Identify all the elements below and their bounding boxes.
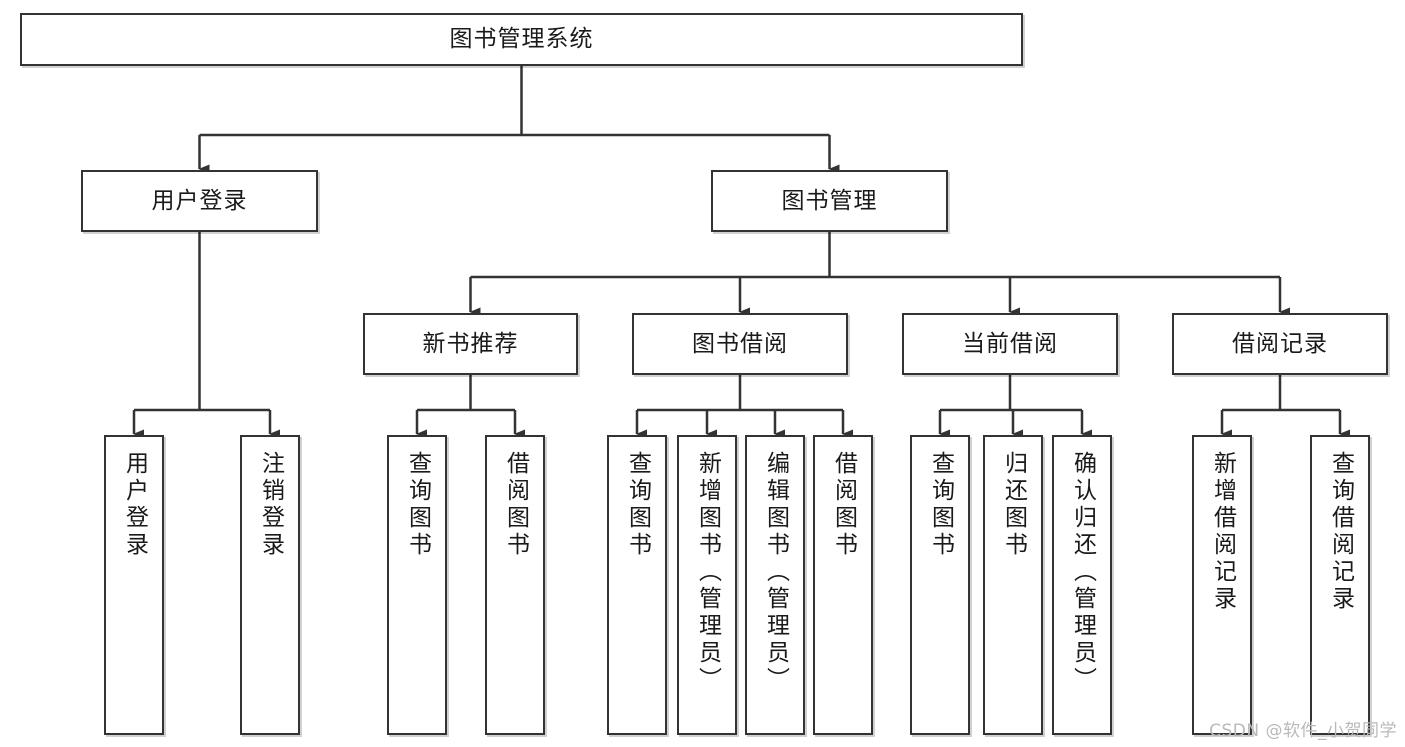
node-label: 图书管理系统 xyxy=(449,26,594,53)
node-label: 图书借阅 xyxy=(692,330,788,357)
node-book-borrow[interactable]: 图书借阅 xyxy=(632,313,848,375)
node-label: 借阅图书 xyxy=(830,451,857,559)
node-leaf-bb-borrow[interactable]: 借阅图书 xyxy=(813,435,873,735)
node-label: 借阅图书 xyxy=(502,451,529,559)
node-leaf-user-login[interactable]: 用户登录 xyxy=(104,435,164,735)
node-label: 图书管理 xyxy=(781,187,878,214)
node-label: 新增借阅记录 xyxy=(1209,451,1236,613)
node-label: 查询图书 xyxy=(404,451,431,559)
node-leaf-bb-add[interactable]: 新增图书（管理员） xyxy=(677,435,737,735)
node-label: 注销登录 xyxy=(257,451,284,559)
edge-paths xyxy=(132,66,1350,439)
node-leaf-rec-borrow[interactable]: 借阅图书 xyxy=(485,435,545,735)
node-leaf-user-logout[interactable]: 注销登录 xyxy=(240,435,300,735)
node-label: 当前借阅 xyxy=(962,330,1058,357)
node-leaf-cb-return[interactable]: 归还图书 xyxy=(983,435,1043,735)
node-label: 用户登录 xyxy=(151,187,248,214)
node-label: 查询图书 xyxy=(624,451,651,559)
node-leaf-cb-confirm[interactable]: 确认归还（管理员） xyxy=(1052,435,1112,735)
node-label: 借阅记录 xyxy=(1232,330,1328,357)
node-new-book-rec[interactable]: 新书推荐 xyxy=(363,313,578,375)
node-book-manage[interactable]: 图书管理 xyxy=(711,170,948,232)
node-label: 查询图书 xyxy=(927,451,954,559)
node-leaf-cb-query[interactable]: 查询图书 xyxy=(910,435,970,735)
watermark-label: CSDN @软件_小贺同学 xyxy=(1209,721,1397,741)
node-label: 确认归还（管理员） xyxy=(1069,451,1096,694)
node-leaf-br-add[interactable]: 新增借阅记录 xyxy=(1192,435,1252,735)
node-leaf-rec-query[interactable]: 查询图书 xyxy=(387,435,447,735)
node-label: 编辑图书（管理员） xyxy=(762,451,789,694)
node-current-borrow[interactable]: 当前借阅 xyxy=(902,313,1118,375)
node-root[interactable]: 图书管理系统 xyxy=(20,13,1023,66)
node-user-login[interactable]: 用户登录 xyxy=(81,170,318,232)
node-leaf-bb-edit[interactable]: 编辑图书（管理员） xyxy=(745,435,805,735)
node-borrow-record[interactable]: 借阅记录 xyxy=(1172,313,1388,375)
node-leaf-br-query[interactable]: 查询借阅记录 xyxy=(1310,435,1370,735)
node-label: 查询借阅记录 xyxy=(1327,451,1354,613)
node-label: 归还图书 xyxy=(1000,451,1027,559)
node-label: 新书推荐 xyxy=(422,330,519,357)
node-label: 用户登录 xyxy=(121,451,148,559)
node-leaf-bb-query[interactable]: 查询图书 xyxy=(607,435,667,735)
node-label: 新增图书（管理员） xyxy=(694,451,721,694)
